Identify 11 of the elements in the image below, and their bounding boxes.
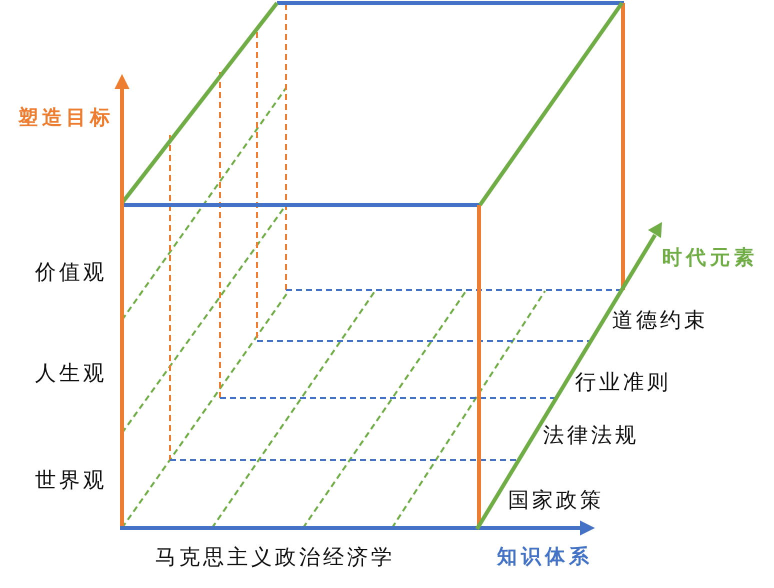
axis-title: 塑造目标 <box>18 106 114 128</box>
axis-title: 时代元素 <box>662 246 758 268</box>
axis-title: 知识体系 <box>497 545 593 567</box>
axis-label: 法律法规 <box>543 424 639 446</box>
axis-label: 价值观 <box>35 261 107 283</box>
axis-label: 行业准则 <box>575 371 671 393</box>
axis-label: 人生观 <box>35 362 107 384</box>
axis-label: 马克思主义政治经济学 <box>155 546 395 568</box>
axis-label: 世界观 <box>35 469 107 491</box>
axis-label: 国家政策 <box>508 489 604 511</box>
axis-label: 道德约束 <box>612 309 708 331</box>
